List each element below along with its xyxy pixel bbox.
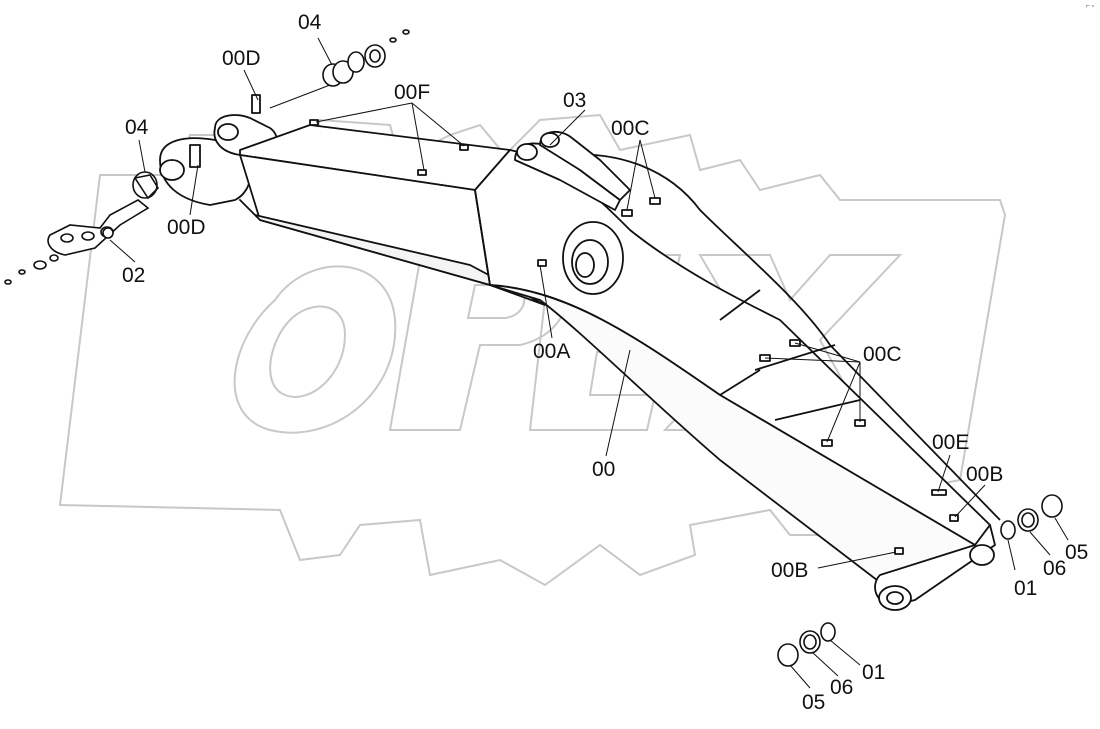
seal-02	[102, 227, 114, 239]
callout-00: 00	[592, 458, 616, 481]
bushing-04-top	[322, 29, 410, 87]
callout-01-right: 01	[1014, 577, 1038, 600]
arm-end-seals-upper	[1000, 494, 1063, 540]
callout-05-lower: 05	[802, 691, 826, 714]
callout-05-right: 05	[1065, 541, 1089, 564]
callout-00C-top: 00C	[611, 117, 650, 140]
callout-00D-left: 00D	[167, 216, 206, 239]
callout-06-right: 06	[1043, 557, 1067, 580]
arm-end-seals-lower	[777, 622, 836, 667]
callout-02: 02	[122, 264, 146, 287]
leader-lines	[109, 37, 1069, 689]
bushing-04-left	[132, 171, 160, 200]
callout-06-lower: 06	[830, 676, 854, 699]
callout-00C-right: 00C	[863, 343, 902, 366]
corner-mark: ⌐ ▫	[1085, 3, 1094, 10]
callout-00F: 00F	[394, 81, 431, 104]
callout-00B-right: 00B	[966, 463, 1004, 486]
callout-00D-top: 00D	[222, 47, 261, 70]
callout-00A: 00A	[533, 340, 571, 363]
boom-arm	[159, 94, 1001, 611]
callout-01-lower: 01	[862, 661, 886, 684]
callout-03: 03	[563, 89, 587, 112]
callout-00E: 00E	[932, 431, 970, 454]
callout-04-top: 04	[298, 11, 322, 34]
callout-04-left: 04	[125, 116, 149, 139]
callout-00B-lower: 00B	[771, 559, 809, 582]
